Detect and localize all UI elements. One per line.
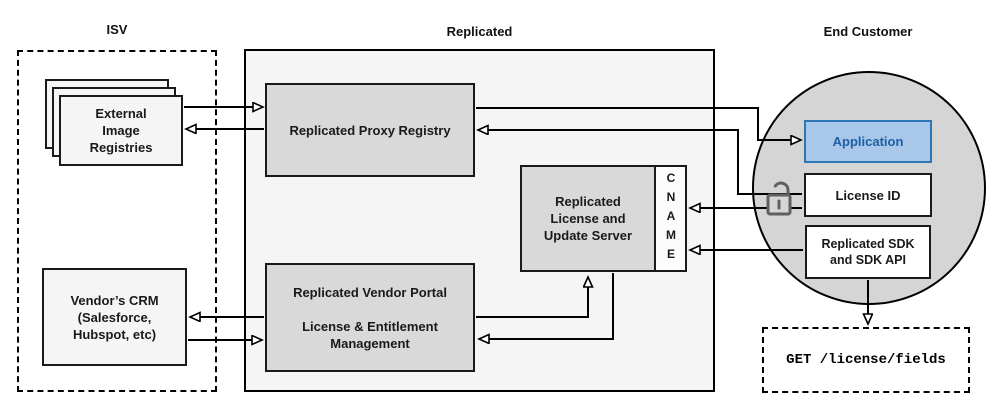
cname-node: CNAME (654, 165, 687, 272)
edge-portal-to-licenseserver (476, 277, 588, 318)
proxy-registry-node: Replicated Proxy Registry (265, 83, 475, 177)
license-update-server-node: Replicated License and Update Server (520, 165, 656, 272)
vendor-crm-node: Vendor’s CRM (Salesforce, Hubspot, etc) (42, 268, 187, 366)
unlocked-padlock-icon (766, 181, 792, 216)
get-license-fields-node: GET /license/fields (762, 327, 970, 393)
replicated-sdk-node: Replicated SDK and SDK API (805, 225, 931, 279)
isv-section-title: ISV (106, 22, 128, 37)
application-node: Application (804, 120, 932, 163)
replicated-section-title: Replicated (446, 24, 513, 39)
vendor-portal-node: Replicated Vendor Portal License & Entit… (265, 263, 475, 372)
license-id-node: License ID (804, 173, 932, 217)
end-customer-section-title: End Customer (823, 24, 913, 39)
edge-licenseserver-to-portal (479, 273, 614, 339)
edge-proxy-to-application (476, 107, 801, 140)
external-image-registries-node: External Image Registries (59, 95, 183, 166)
